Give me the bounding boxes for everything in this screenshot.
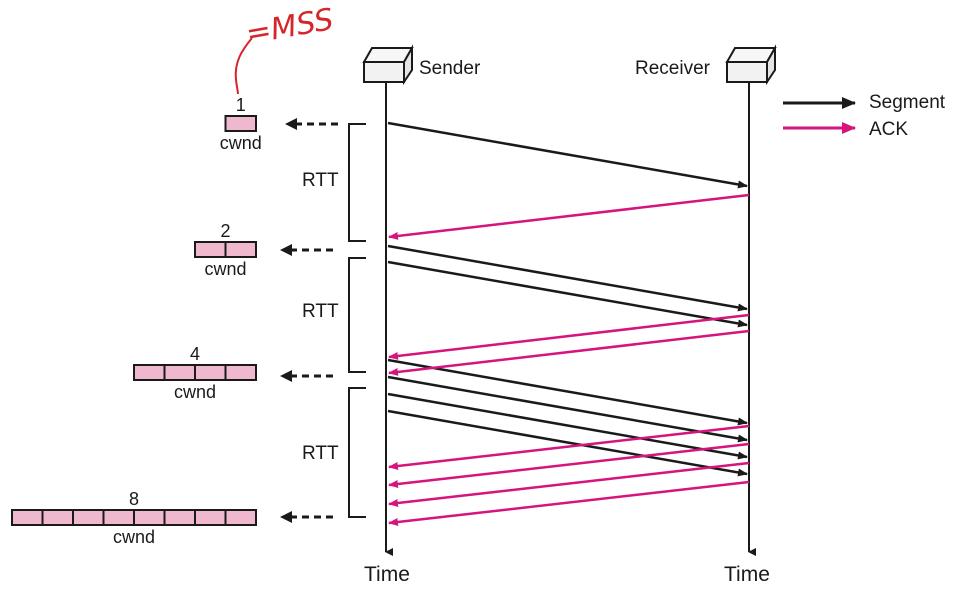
cwnd-window-1: 1 cwnd xyxy=(220,95,262,153)
cwnd-label: cwnd xyxy=(204,259,246,279)
ack-arrow xyxy=(388,461,750,507)
segment-arrow xyxy=(387,260,748,328)
cwnd-segment-cell xyxy=(194,241,227,258)
cwnd-segment-cell xyxy=(163,364,196,381)
rtt-label-2: RTT xyxy=(302,301,339,322)
rtt-bracket-3: RTT xyxy=(302,387,366,518)
cwnd-segment-cell xyxy=(41,509,74,526)
ack-arrow xyxy=(388,442,750,488)
receiver-label: Receiver xyxy=(635,58,711,79)
annotation-curve xyxy=(234,37,253,95)
ack-arrow xyxy=(388,313,750,360)
ack-arrow xyxy=(388,193,750,240)
cwnd-segment-cell xyxy=(224,364,257,381)
segment-arrow xyxy=(387,409,748,477)
cwnd-value: 2 xyxy=(220,221,230,241)
cwnd-window-4: 4 cwnd xyxy=(133,344,257,402)
segment-arrow xyxy=(387,392,748,460)
ack-arrow xyxy=(388,480,750,526)
legend-ack-label: ACK xyxy=(869,119,908,140)
cwnd-pointer-heads xyxy=(280,118,297,523)
cwnd-label: cwnd xyxy=(220,133,262,153)
cwnd-label: cwnd xyxy=(113,527,155,547)
cwnd-value: 1 xyxy=(236,95,246,115)
sender-host: Sender xyxy=(362,44,481,86)
ack-arrow xyxy=(388,424,750,470)
cwnd-window-8: 8 cwnd xyxy=(11,489,257,547)
cwnd-segment-cell xyxy=(224,509,257,526)
cwnd-pointer-head xyxy=(280,511,292,523)
segment-arrow xyxy=(387,358,748,426)
cwnd-value: 8 xyxy=(129,489,139,509)
cwnd-value: 4 xyxy=(190,344,200,364)
cwnd-segment-cell xyxy=(224,241,257,258)
cwnd-label: cwnd xyxy=(174,382,216,402)
cwnd-segment-cell xyxy=(72,509,105,526)
segment-arrow xyxy=(387,244,748,312)
segment-arrow xyxy=(387,375,748,443)
sender-label: Sender xyxy=(419,58,481,79)
legend-segment-label: Segment xyxy=(869,92,946,113)
cwnd-segment-cell xyxy=(194,364,227,381)
cwnd-window-2: 2 cwnd xyxy=(194,221,257,279)
cwnd-segment-cell xyxy=(133,364,166,381)
cwnd-pointer-head xyxy=(285,118,297,130)
receiver-computer-icon xyxy=(725,44,777,86)
cwnd-segment-cell xyxy=(133,509,166,526)
sender-time-label: Time xyxy=(364,563,410,586)
segment-arrow xyxy=(387,121,748,189)
cwnd-pointer-head xyxy=(280,370,292,382)
rtt-label-3: RTT xyxy=(302,443,339,464)
legend: Segment ACK xyxy=(783,92,946,140)
cwnd-segment-cell xyxy=(224,115,257,132)
cwnd-pointer-head xyxy=(280,244,292,256)
cwnd-windows: 1 cwnd 2 cwnd 4 cwnd 8 cwnd xyxy=(11,95,262,547)
sender-computer-icon xyxy=(362,44,414,86)
rtt-bracket-1: RTT xyxy=(302,123,366,242)
cwnd-segment-cell xyxy=(102,509,135,526)
ack-arrow xyxy=(388,329,750,376)
handwritten-annotation: =MSS xyxy=(234,2,336,95)
rtt-bracket-2: RTT xyxy=(302,257,366,373)
receiver-time-label: Time xyxy=(724,563,770,586)
receiver-host: Receiver xyxy=(635,44,777,86)
annotation-text: =MSS xyxy=(243,2,336,52)
segment-arrows xyxy=(387,121,748,477)
cwnd-segment-cell xyxy=(163,509,196,526)
ack-arrows xyxy=(388,193,750,526)
cwnd-segment-cell xyxy=(11,509,44,526)
cwnd-segment-cell xyxy=(194,509,227,526)
rtt-label-1: RTT xyxy=(302,170,339,191)
